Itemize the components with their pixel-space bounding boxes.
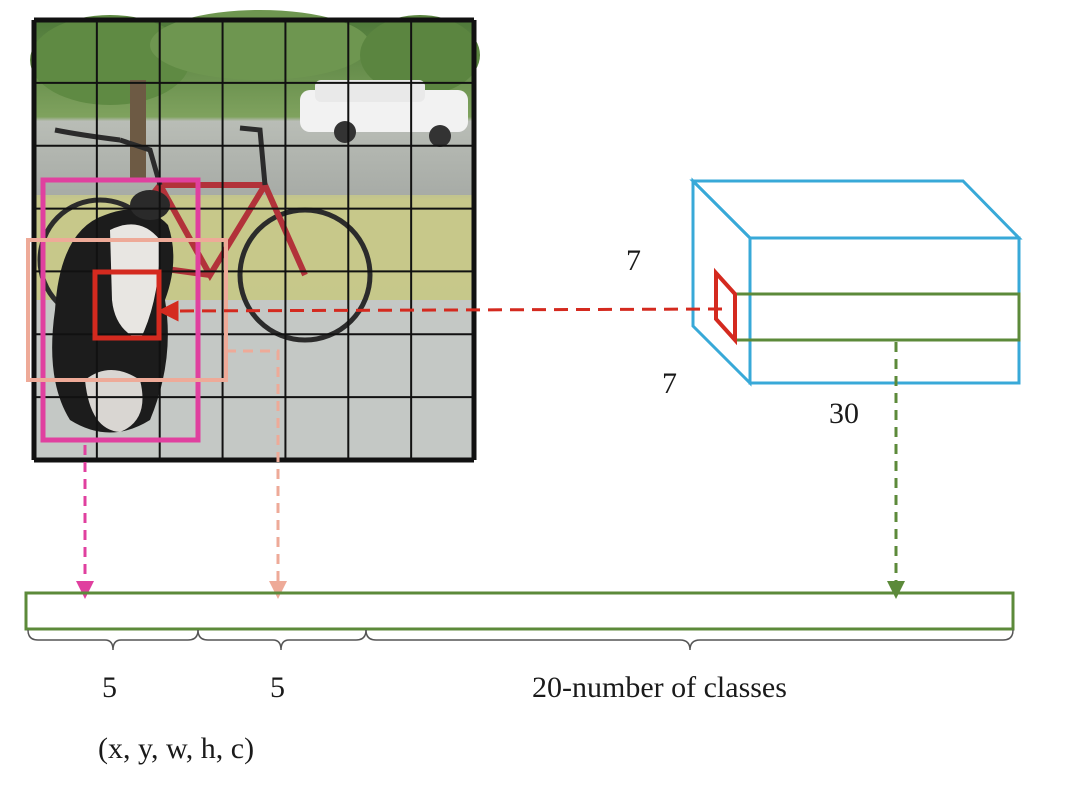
input-photo xyxy=(30,10,480,460)
output-vector xyxy=(24,591,1015,631)
segment-label-box-1: 5 xyxy=(102,671,117,704)
tensor-cell-highlight xyxy=(714,267,737,346)
grid-lines xyxy=(31,17,477,463)
tensor-depth-label: 30 xyxy=(829,397,859,430)
dog xyxy=(52,190,174,433)
tensor-width-label: 7 xyxy=(662,367,677,400)
tensor-height-label: 7 xyxy=(626,244,641,277)
segment-label-classes: 20-number of classes xyxy=(532,671,787,704)
bbox2-arrow xyxy=(226,349,287,599)
car xyxy=(300,80,468,147)
output-tensor xyxy=(689,177,1023,387)
tensor-cell-vector xyxy=(733,292,1021,342)
brace-box-1 xyxy=(27,629,199,651)
tensor-side-face xyxy=(691,177,752,387)
brace-box-2 xyxy=(197,629,367,651)
cell-to-image-arrow xyxy=(157,300,723,322)
segment-braces xyxy=(27,629,1014,651)
segment-label-box-2: 5 xyxy=(270,671,285,704)
tensor-front-face xyxy=(748,236,1021,385)
brace-classes xyxy=(365,629,1014,651)
box-params-label: (x, y, w, h, c) xyxy=(98,732,254,765)
bounding-box-1 xyxy=(40,177,201,443)
